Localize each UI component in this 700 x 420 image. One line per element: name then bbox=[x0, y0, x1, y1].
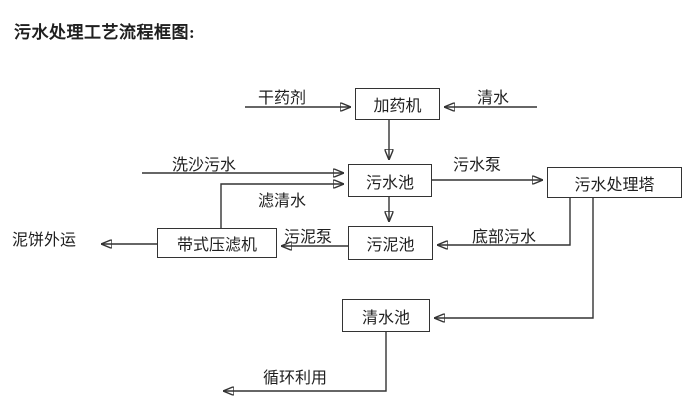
flow-label-mud-cake-out: 泥饼外运 bbox=[12, 232, 77, 249]
flow-label-sand-washing-sewage: 洗沙污水 bbox=[172, 157, 237, 174]
page-title: 污水处理工艺流程框图: bbox=[14, 23, 196, 42]
flow-label-clean-water-in: 清水 bbox=[477, 90, 510, 107]
node-belt-filter-press: 带式压滤机 bbox=[157, 228, 277, 258]
arrow-tower-bottom-to-sludge-pool bbox=[437, 196, 571, 245]
flow-label-sludge-pump: 污泥泵 bbox=[284, 229, 333, 246]
arrow-tower-to-clean-water-pool bbox=[434, 196, 594, 318]
node-clean-water-pool: 清水池 bbox=[342, 299, 430, 332]
node-sludge-pool: 污泥池 bbox=[348, 226, 433, 260]
arrow-filter-press-to-sewage-pool bbox=[220, 184, 344, 228]
flow-label-filtered-water: 滤清水 bbox=[258, 193, 307, 210]
flow-label-bottom-sewage: 底部污水 bbox=[472, 229, 537, 246]
node-sewage-treatment-tower: 污水处理塔 bbox=[547, 167, 682, 198]
node-sewage-pool: 污水池 bbox=[348, 164, 432, 197]
flow-label-sewage-pump: 污水泵 bbox=[453, 157, 502, 174]
arrow-clean-water-pool-to-recycling bbox=[223, 332, 387, 391]
flow-label-dry-agent: 干药剂 bbox=[258, 90, 307, 107]
flow-label-recycling: 循环利用 bbox=[263, 370, 328, 387]
node-dosing-machine: 加药机 bbox=[355, 88, 440, 120]
